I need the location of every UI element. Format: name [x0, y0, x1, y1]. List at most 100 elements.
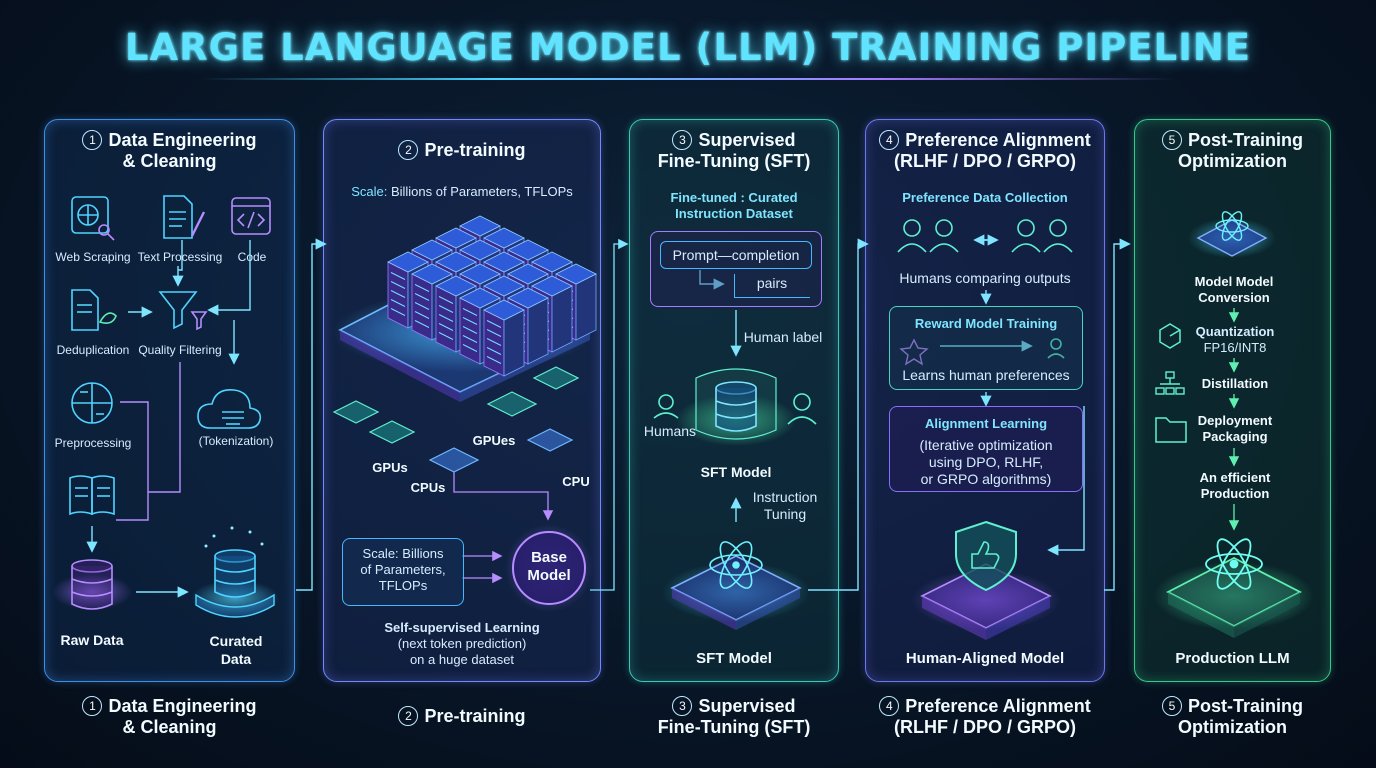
stage-4-title-line2: (RLHF / DPO / GRPO)	[894, 151, 1076, 171]
stage-1-title-line1: Data Engineering	[108, 130, 257, 150]
bottom-stage-3-number: 3	[672, 696, 693, 716]
prompt-completion-label: Prompt—completion	[672, 247, 800, 263]
server-rack-light	[414, 302, 430, 310]
scale-box-line3: TFLOPs	[378, 578, 428, 593]
pairs-label: pairs	[756, 275, 788, 291]
distillation-icon	[1155, 371, 1185, 395]
text-processing-label: Text Processing	[137, 250, 223, 264]
human-aligned-label: Human-Aligned Model	[905, 650, 1065, 667]
stage-1-title-line2: & Cleaning	[122, 151, 217, 171]
bottom-s5-line1: Post-Training	[1187, 696, 1303, 716]
deploy-line2: Packaging	[1202, 429, 1268, 444]
stage-5-title-line2: Optimization	[1178, 151, 1287, 171]
humans-comparing-label: Humans comparing outputs	[899, 270, 1071, 286]
server-rack-light	[462, 326, 478, 334]
server-rack-right	[503, 309, 525, 377]
server-rack-light	[438, 314, 454, 322]
server-rack-top	[483, 227, 525, 249]
curated-data-database-icon	[191, 526, 279, 618]
alignment-line2: using DPO, RLHF,	[928, 454, 1044, 470]
server-rack-top	[459, 263, 501, 285]
human-icon	[787, 393, 817, 425]
server-rack-light	[462, 317, 478, 325]
reward-person-icon	[1047, 338, 1065, 359]
model-conversion-chip-icon	[1188, 211, 1276, 258]
server-rack-top	[531, 251, 573, 273]
pairs-bracket	[734, 274, 810, 298]
server-rack-top	[435, 275, 477, 297]
server-rack-light	[414, 284, 430, 292]
server-rack-light	[462, 344, 478, 352]
server-rack-left	[459, 297, 481, 365]
quant-line1: Quantization	[1195, 324, 1275, 339]
alignment-line3: or GRPO algorithms)	[920, 471, 1052, 487]
tokenization-label: (Tokenization)	[198, 434, 274, 448]
server-rack-left	[435, 285, 457, 353]
bottom-stage-2-number: 2	[398, 706, 419, 726]
humans-label: Humans	[643, 423, 697, 439]
server-rack-light	[486, 329, 502, 337]
server-rack-right	[527, 297, 549, 365]
ssl-line3: on a huge dataset	[409, 652, 515, 667]
code-icon	[231, 197, 271, 235]
dataset-line1: Fine-tuned : Curated	[670, 190, 798, 205]
reward-model-box	[889, 306, 1083, 390]
server-rack-light	[414, 320, 430, 328]
server-rack-light	[462, 308, 478, 316]
learns-pref-label: Learns human preferences	[902, 367, 1070, 383]
server-rack-light	[486, 347, 502, 355]
server-rack-left	[483, 309, 505, 377]
stage-3-number: 3	[672, 130, 693, 150]
alignment-box	[889, 406, 1083, 492]
server-rack-top	[435, 251, 477, 273]
scale-top-prefix: Scale:	[351, 184, 388, 199]
self-supervised-label: Self-supervised Learning (next token pre…	[323, 620, 601, 668]
pref-collection-label: Preference Data Collection	[902, 190, 1068, 205]
alignment-line1: (Iterative optimization	[919, 437, 1053, 453]
quality-filtering-label: Quality Filtering	[138, 343, 222, 357]
server-rack-right	[575, 273, 597, 341]
server-rack-light	[390, 272, 406, 280]
server-rack-light	[390, 281, 406, 289]
cpu-label: CPU	[562, 474, 590, 489]
server-rack-light	[438, 323, 454, 331]
bottom-stage-5-number: 5	[1161, 696, 1182, 716]
people-icons	[897, 219, 1073, 253]
server-rack-light	[414, 293, 430, 301]
server-rack-light	[486, 338, 502, 346]
server-rack-top	[555, 263, 597, 285]
gpus-label: GPUs	[372, 460, 408, 475]
server-rack-top	[507, 287, 549, 309]
stage-4-title-line1: Preference Alignment	[905, 130, 1091, 150]
scale-box-line2: of Parameters,	[360, 562, 446, 577]
scale-box-text: Scale: Billions of Parameters, TFLOPs	[342, 546, 464, 594]
bottom-s1-line2: & Cleaning	[122, 717, 217, 737]
server-rack-light	[438, 305, 454, 313]
scale-box	[342, 538, 464, 606]
stage-5-title-line1: Post-Training	[1187, 130, 1303, 150]
server-rack-light	[438, 296, 454, 304]
server-rack-top	[411, 263, 453, 285]
book-icon	[69, 475, 115, 516]
base-model-line2: Model	[527, 567, 571, 584]
server-rack-top	[435, 227, 477, 249]
sft-model-mid-label: SFT Model	[700, 464, 772, 480]
web-scraping-label: Web Scraping	[55, 250, 131, 264]
quantization-icon	[1159, 323, 1181, 349]
server-rack-top	[483, 299, 525, 321]
bottom-s2-text: Pre-training	[424, 706, 526, 726]
prompt-completion-box	[660, 241, 812, 269]
production-llm-label: Production LLM	[1175, 650, 1290, 667]
bottom-s4-line1: Preference Alignment	[905, 696, 1091, 716]
instruction-line2: Tuning	[763, 506, 807, 522]
reward-title-label: Reward Model Training	[914, 316, 1058, 331]
